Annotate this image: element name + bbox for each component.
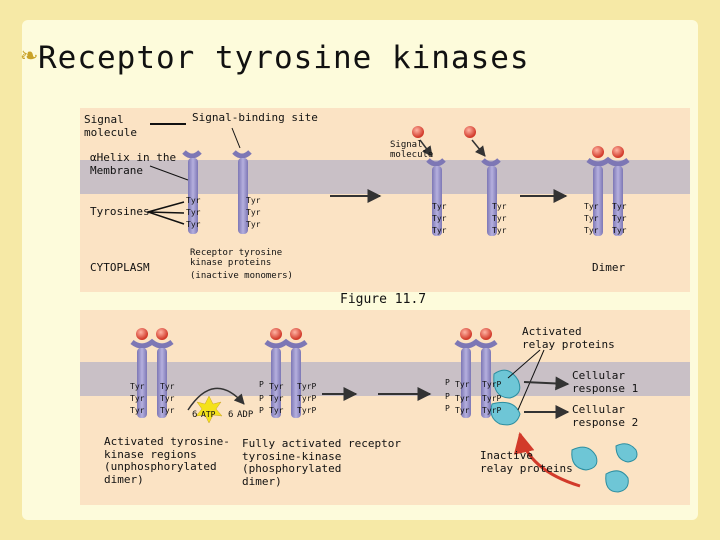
tyrp-label: TyrP — [297, 382, 317, 391]
phosphate-label: P — [259, 380, 264, 389]
dimer-phosphorylated — [264, 328, 308, 418]
tyr-label: Tyr — [269, 394, 284, 403]
tyrp-label: TyrP — [297, 394, 317, 403]
figure-caption: Figure 11.7 — [340, 292, 427, 307]
dimer-with-relay — [454, 328, 498, 418]
tyr-label: Tyr — [584, 202, 599, 211]
label-adp: ADP — [237, 410, 254, 420]
tyr-label: Tyr — [130, 406, 145, 415]
tyr-label: Tyr — [455, 380, 470, 389]
inactive-relay-arrow — [513, 431, 581, 488]
label-receptor-proteins: Receptor tyrosine kinase proteins — [190, 248, 283, 269]
activated-relay-pointer-2 — [517, 349, 545, 411]
tyr-label: Tyr — [492, 226, 507, 235]
atp-reaction-arc — [187, 387, 245, 411]
dimer-receptor — [586, 146, 630, 236]
phosphate-label: P — [259, 406, 264, 415]
slide-title: Receptor tyrosine kinases — [38, 40, 530, 76]
label-inactive-relay: Inactive relay proteins — [480, 449, 573, 475]
signal-binding-site-pointer — [231, 127, 241, 149]
tyr-label: Tyr — [246, 208, 261, 217]
label-signal-molecule-small: Signal molecule — [390, 140, 434, 161]
tyr-label: Tyr — [186, 208, 201, 217]
atp-star-icon — [195, 395, 223, 424]
label-six-atp: 6 — [192, 410, 198, 420]
figure-top-panel — [80, 108, 690, 292]
label-activated-regions: Activated tyrosine- kinase regions (unph… — [104, 435, 230, 486]
relay-protein-inactive-1 — [571, 446, 598, 471]
label-inactive-monomers: (inactive monomers) — [190, 271, 293, 281]
tyr-label: Tyr — [492, 202, 507, 211]
tyr-label: Tyr — [269, 382, 284, 391]
tyr-label: Tyr — [432, 226, 447, 235]
label-activated-relay: Activated relay proteins — [522, 325, 615, 351]
phosphate-label: P — [445, 378, 450, 387]
tyr-label: Tyr — [492, 214, 507, 223]
tyrp-label: TyrP — [482, 380, 502, 389]
relay-protein-active-2 — [490, 401, 521, 426]
activated-relay-pointer-1 — [507, 349, 541, 379]
tyr-label: Tyr — [455, 394, 470, 403]
relay-protein-inactive-2 — [615, 443, 638, 463]
tyrp-label: TyrP — [297, 406, 317, 415]
tyr-label: Tyr — [584, 226, 599, 235]
dimer-activated — [130, 328, 174, 418]
tyr-label: Tyr — [186, 196, 201, 205]
tyr-label: Tyr — [130, 382, 145, 391]
signal-arrow-left — [419, 139, 433, 157]
relay-protein-inactive-3 — [605, 470, 629, 493]
label-cellular-response-1: Cellular response 1 — [572, 369, 639, 395]
phosphate-label: P — [259, 394, 264, 403]
label-signal-molecule: Signal molecule — [84, 113, 137, 139]
tyr-label: Tyr — [186, 220, 201, 229]
phosphate-label: P — [445, 404, 450, 413]
label-signal-binding-site: Signal-binding site — [192, 111, 318, 124]
tyrosines-bracket-mid — [147, 211, 185, 214]
label-dimer: Dimer — [592, 261, 626, 274]
tyr-label: Tyr — [432, 214, 447, 223]
response-arrow-1 — [523, 376, 570, 391]
label-cellular-response-2: Cellular response 2 — [572, 403, 639, 429]
title-container: Receptor tyrosine kinases — [38, 40, 530, 80]
figure-bottom-panel — [80, 310, 690, 505]
label-six-adp: 6 — [228, 410, 234, 420]
tyr-label: Tyr — [246, 220, 261, 229]
signal-molecule-right — [464, 126, 476, 138]
phosphate-label: P — [445, 392, 450, 401]
tyr-label: Tyr — [160, 394, 175, 403]
label-fully-activated: Fully activated receptor tyrosine-kinase… — [242, 437, 401, 488]
tyr-label: Tyr — [612, 202, 627, 211]
plasma-membrane-bottom — [80, 362, 690, 396]
tyrp-label: TyrP — [482, 394, 502, 403]
tyr-label: Tyr — [269, 406, 284, 415]
label-cytoplasm: CYTOPLASM — [90, 261, 150, 274]
receptor-mid-left — [426, 158, 446, 236]
tyr-label: Tyr — [130, 394, 145, 403]
signal-arrow-right — [471, 139, 486, 157]
relay-protein-active-1 — [493, 369, 521, 399]
tyr-label: Tyr — [160, 382, 175, 391]
tyr-label: Tyr — [246, 196, 261, 205]
signal-molecule-left — [412, 126, 424, 138]
label-atp: ATP — [201, 410, 216, 419]
label-alpha-helix: αHelix in the Membrane — [90, 151, 177, 177]
plasma-membrane-top — [80, 160, 690, 194]
tyr-label: Tyr — [584, 214, 599, 223]
receptor-mid-right — [481, 158, 501, 236]
monomer-receptor-right — [232, 150, 252, 234]
tyr-label: Tyr — [432, 202, 447, 211]
monomer-receptor-left — [182, 150, 202, 234]
tyrp-label: TyrP — [482, 406, 502, 415]
tyr-label: Tyr — [612, 214, 627, 223]
tyr-label: Tyr — [160, 406, 175, 415]
label-tyrosines: Tyrosines — [90, 205, 150, 218]
fancy-bullet-icon: ❧ — [20, 44, 39, 69]
helix-pointer — [149, 165, 189, 181]
tyr-label: Tyr — [612, 226, 627, 235]
tyr-label: Tyr — [455, 406, 470, 415]
